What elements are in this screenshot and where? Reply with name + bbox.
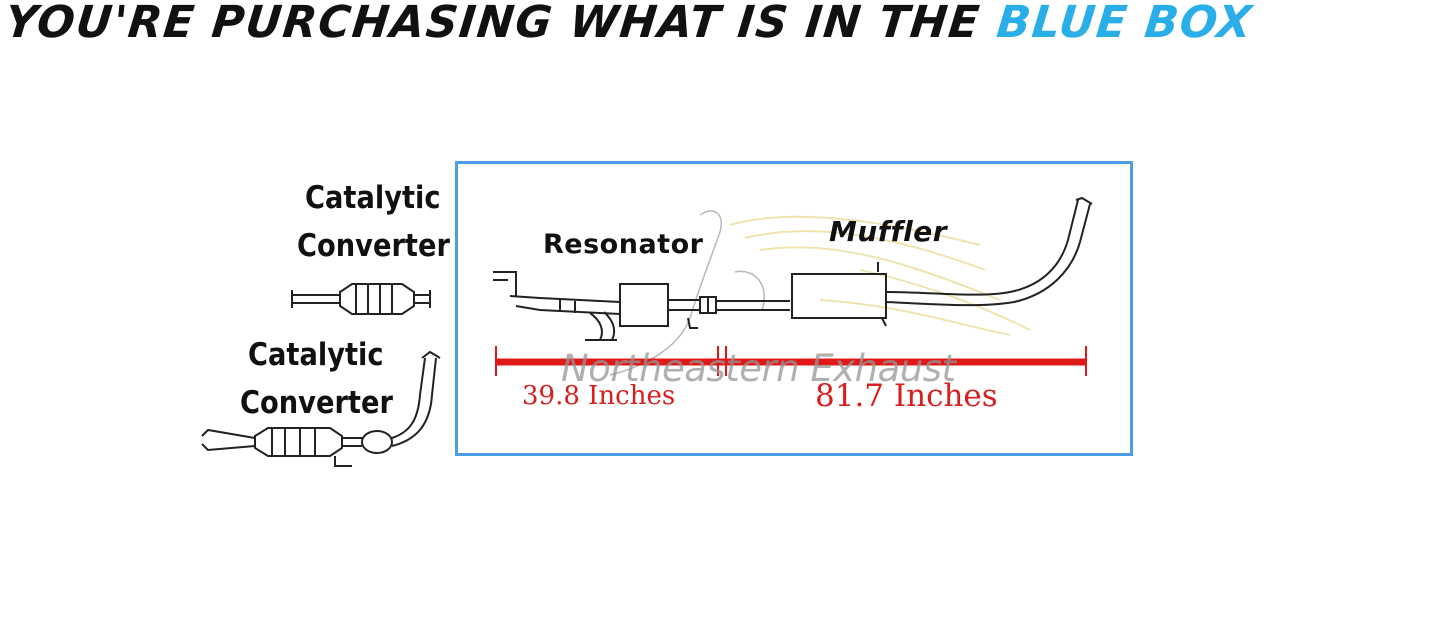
left-measurement-label: 39.8 Inches [522,381,676,411]
watermark-text: Northeastern Exhaust [561,347,956,390]
right-measurement-label: 81.7 Inches [815,378,998,414]
resonator-label: Resonator [543,229,704,260]
lower-catalytic-converter-label-line2: Converter [240,385,393,421]
watermark-swirl [729,215,1031,336]
upper-catalytic-converter-drawing [291,283,431,315]
resonator-muffler-drawing [493,196,1093,341]
upper-catalytic-converter-label-line1: Catalytic [305,180,441,216]
lower-catalytic-converter-drawing [201,350,441,467]
upper-catalytic-converter-label-line2: Converter [297,228,450,264]
measurement-line [495,346,1087,376]
blue-box-highlight [455,161,1133,456]
lower-catalytic-converter-label-line1: Catalytic [248,337,384,373]
muffler-label: Muffler [829,215,948,248]
watermark-horse [609,210,765,376]
